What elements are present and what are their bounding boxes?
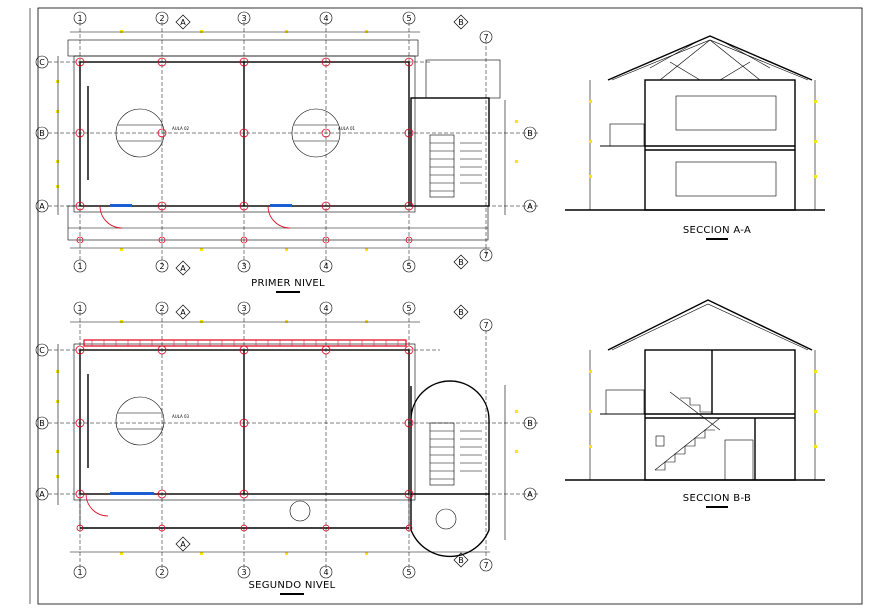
axis-label-1-bottom-segundo: 1 (77, 568, 82, 577)
room-label-aula-02: AULA 02 (172, 126, 190, 131)
axis-label-7-bottom-primer: 7 (483, 251, 488, 260)
plan-title-primer-nivel: PRIMER NIVEL (251, 278, 325, 289)
stair-block-segundo (410, 380, 490, 495)
room-symbol-aula-03 (115, 396, 165, 446)
axis-label-5-top-segundo: 5 (406, 304, 411, 313)
corridor-primer (67, 205, 489, 241)
grid-bubbles-primer: 1 2 3 4 5 1 2 3 4 5 C B A B A 7 7 A A B (35, 11, 537, 276)
axis-label-2-top-segundo: 2 (159, 304, 164, 313)
section-marker-a-bottom-segundo: A (180, 540, 186, 549)
axis-label-4-bottom-primer: 4 (323, 262, 328, 271)
section-a-a-drawing (565, 35, 825, 211)
axis-label-a-right-primer: A (527, 202, 533, 211)
plan-title-segundo-nivel: SEGUNDO NIVEL (248, 580, 335, 591)
plan-primer-nivel (48, 22, 540, 265)
axis-label-3-bottom-segundo: 3 (241, 568, 246, 577)
axis-label-b-right-primer: B (527, 129, 533, 138)
section-title-a-a: SECCION A-A (683, 225, 751, 236)
section-title-b-b: SECCION B-B (683, 493, 751, 504)
sheet-border (37, 7, 863, 605)
section-marker-b-top-primer: B (458, 18, 464, 27)
axis-label-4-top-primer: 4 (323, 14, 328, 23)
axis-label-c-segundo: C (39, 346, 45, 355)
axis-label-b-right-segundo: B (527, 419, 533, 428)
room-symbol-aula-02 (115, 108, 165, 158)
axis-label-7-top-primer: 7 (483, 33, 488, 42)
axis-label-5-top-primer: 5 (406, 14, 411, 23)
section-marker-a-top-segundo: A (180, 308, 186, 317)
section-marker-a-bottom-primer: A (180, 264, 186, 273)
room-symbol-aula-01 (291, 108, 341, 158)
axis-label-3-top-segundo: 3 (241, 304, 246, 313)
room-label-aula-01: AULA 01 (338, 126, 356, 131)
section-marker-a-top-primer: A (180, 18, 186, 27)
axis-label-3-top-primer: 3 (241, 14, 246, 23)
stair-block-primer (410, 97, 490, 207)
section-marker-b-top-segundo: B (458, 308, 464, 317)
axis-label-4-top-segundo: 4 (323, 304, 328, 313)
axis-label-2-bottom-primer: 2 (159, 262, 164, 271)
axis-label-a-primer: A (39, 202, 45, 211)
axis-label-c-primer: C (39, 58, 45, 67)
axis-label-a-segundo: A (39, 490, 45, 499)
axis-label-7-bottom-segundo: 7 (483, 561, 488, 570)
grid-axes-primer (48, 22, 540, 265)
axis-label-2-top-primer: 2 (159, 14, 164, 23)
section-b-b-drawing (565, 299, 825, 481)
balcony-segundo (79, 493, 410, 529)
axis-label-1-top-primer: 1 (77, 14, 82, 23)
room-label-aula-03: AULA 03 (172, 414, 190, 419)
axis-label-1-bottom-primer: 1 (77, 262, 82, 271)
axis-label-2-bottom-segundo: 2 (159, 568, 164, 577)
axis-label-b-primer: B (39, 129, 45, 138)
axis-label-b-segundo: B (39, 419, 45, 428)
column-markers-primer (75, 57, 414, 244)
axis-label-5-bottom-primer: 5 (406, 262, 411, 271)
axis-label-1-top-segundo: 1 (77, 304, 82, 313)
axis-label-3-bottom-primer: 3 (241, 262, 246, 271)
axis-label-4-bottom-segundo: 4 (323, 568, 328, 577)
section-marker-b-bottom-segundo: B (458, 556, 464, 565)
axis-label-5-bottom-segundo: 5 (406, 568, 411, 577)
plan-segundo-nivel (48, 312, 540, 568)
axis-label-a-right-segundo: A (527, 490, 533, 499)
grid-bubbles-segundo: 1 2 3 4 5 1 2 3 4 5 C B A B A 7 7 A A B … (35, 301, 537, 579)
section-marker-b-bottom-primer: B (458, 258, 464, 267)
axis-label-7-top-segundo: 7 (483, 321, 488, 330)
railing-segundo (83, 339, 407, 347)
